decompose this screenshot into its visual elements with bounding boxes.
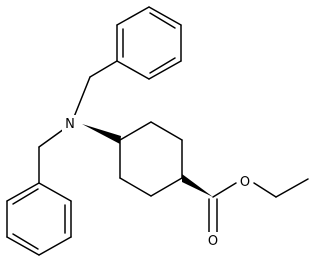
bond <box>148 60 182 80</box>
wedge-bond-c-n <box>82 124 121 144</box>
bond-n-ch2-bottom <box>38 128 65 148</box>
double-bond-inner <box>149 57 176 74</box>
double-bond-inner <box>12 188 39 205</box>
bond-o-ch2 <box>253 182 277 198</box>
nitrogen-atom: N <box>62 115 79 132</box>
bond <box>119 177 152 197</box>
bond <box>38 236 72 256</box>
bond <box>38 182 72 202</box>
bond <box>116 60 150 80</box>
double-bond-inner <box>149 12 176 29</box>
nitrogen-label: N <box>65 117 75 132</box>
bond <box>116 6 150 26</box>
carbonyl-oxygen-atom: O <box>205 232 221 249</box>
bond <box>119 121 152 141</box>
wedge-bond-c-ester <box>182 174 213 197</box>
bond <box>6 182 40 202</box>
double-bond-inner <box>12 233 39 250</box>
bond-ch2-n-top <box>73 76 91 118</box>
top-phenyl-ring <box>116 6 182 80</box>
bond-ring-ch2-top <box>89 60 118 78</box>
bond <box>148 6 182 26</box>
bond-carbonyl-c-o <box>212 182 237 198</box>
ester-oxygen-label: O <box>240 175 250 190</box>
bond <box>6 236 40 256</box>
bottom-phenyl-ring <box>6 182 72 256</box>
bond <box>150 177 183 197</box>
cyclohexane-ring <box>119 121 183 197</box>
bond-ch2-ch3 <box>275 178 309 198</box>
carbonyl-oxygen-label: O <box>208 234 218 249</box>
ester-oxygen-atom: O <box>237 173 253 190</box>
bond <box>150 121 183 141</box>
